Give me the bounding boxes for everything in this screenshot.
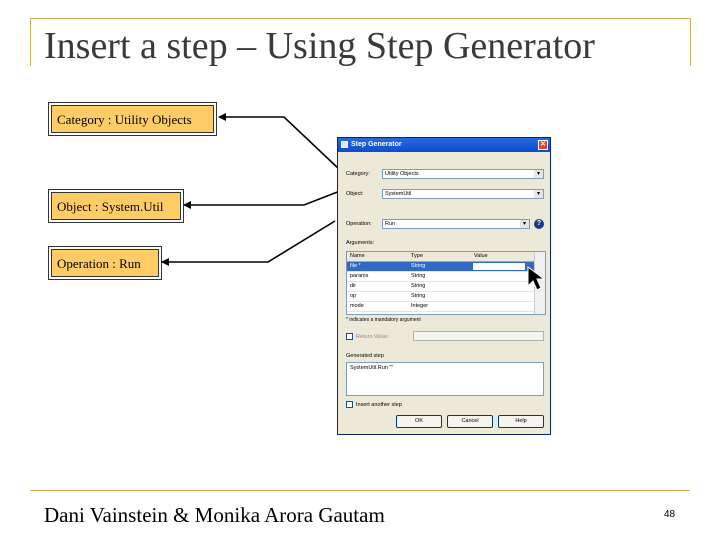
callout-operation: Operation : Run <box>51 249 159 277</box>
arg-type: String <box>411 283 426 289</box>
frame-right-rule <box>690 18 691 66</box>
arrow-category <box>218 113 341 171</box>
callout-category: Category : Utility Objects <box>51 105 214 133</box>
close-icon[interactable]: ✕ <box>538 140 548 150</box>
return-value-input[interactable] <box>413 331 544 341</box>
arguments-table: Name Type Value file * String params Str… <box>346 251 546 315</box>
column-header-type: Type <box>411 253 423 259</box>
table-header: Name Type Value <box>347 252 535 262</box>
help-button[interactable]: Help <box>498 415 544 428</box>
arrow-operation <box>161 220 336 266</box>
table-row[interactable]: op String <box>347 292 535 302</box>
operation-label: Operation: <box>346 221 372 227</box>
ok-button[interactable]: OK <box>396 415 442 428</box>
operation-select[interactable]: Run ▾ <box>382 219 530 229</box>
dialog-title: Step Generator <box>351 141 402 148</box>
arg-type: Integer <box>411 303 429 309</box>
generated-step-text: SystemUtil.Run "" <box>350 365 394 371</box>
arg-name: dir <box>350 283 357 289</box>
insert-another-label: Insert another step <box>356 402 402 408</box>
category-label: Category: <box>346 171 370 177</box>
object-value: SystemUtil <box>385 191 412 197</box>
value-input[interactable] <box>473 263 525 270</box>
column-header-name: Name <box>350 253 365 259</box>
frame-left-rule <box>30 18 31 66</box>
arg-type: String <box>411 263 426 269</box>
footer-authors: Dani Vainstein & Monika Arora Gautam <box>44 503 385 527</box>
frame-top-rule <box>30 18 690 19</box>
category-value: Utility Objects <box>385 171 419 177</box>
help-icon[interactable]: ? <box>534 219 544 229</box>
mandatory-note: * indicates a mandatory argument <box>346 317 421 323</box>
mouse-pointer-icon <box>527 266 546 291</box>
arg-type: String <box>411 273 426 279</box>
arg-name: op <box>350 293 357 299</box>
dialog-titlebar[interactable]: Step Generator ✕ <box>338 138 550 152</box>
page-number: 48 <box>664 509 676 520</box>
arrow-object <box>183 190 341 209</box>
insert-another-checkbox[interactable] <box>346 401 353 408</box>
generated-step-textarea[interactable]: SystemUtil.Run "" <box>346 362 544 396</box>
return-value-checkbox[interactable] <box>346 333 353 340</box>
arg-name: params <box>350 273 369 279</box>
category-select[interactable]: Utility Objects ▾ <box>382 169 544 179</box>
operation-value: Run <box>385 221 396 227</box>
table-row[interactable]: dir String <box>347 282 535 292</box>
chevron-down-icon[interactable]: ▾ <box>520 220 529 228</box>
chevron-down-icon[interactable]: ▾ <box>534 190 543 198</box>
table-row[interactable]: file * String <box>347 262 535 272</box>
arg-type: String <box>411 293 426 299</box>
return-value-label: Return Value: <box>356 334 390 340</box>
cancel-button[interactable]: Cancel <box>447 415 493 428</box>
column-header-value: Value <box>474 253 488 259</box>
app-icon <box>341 141 348 148</box>
table-row[interactable]: mode Integer <box>347 302 535 312</box>
table-row[interactable]: params String <box>347 272 535 282</box>
frame-bottom-rule <box>30 490 690 491</box>
slide-title: Insert a step – Using Step Generator <box>44 25 595 67</box>
object-label: Object: <box>346 191 364 197</box>
callout-object: Object : System.Util <box>51 192 181 220</box>
arg-name: file * <box>350 263 361 269</box>
generated-step-label: Generated step <box>346 353 384 359</box>
arg-name: mode <box>350 303 364 309</box>
arguments-label: Arguments: <box>346 240 375 246</box>
chevron-down-icon[interactable]: ▾ <box>534 170 543 178</box>
step-generator-dialog: Step Generator ✕ Category: Utility Objec… <box>337 137 551 435</box>
object-select[interactable]: SystemUtil ▾ <box>382 189 544 199</box>
